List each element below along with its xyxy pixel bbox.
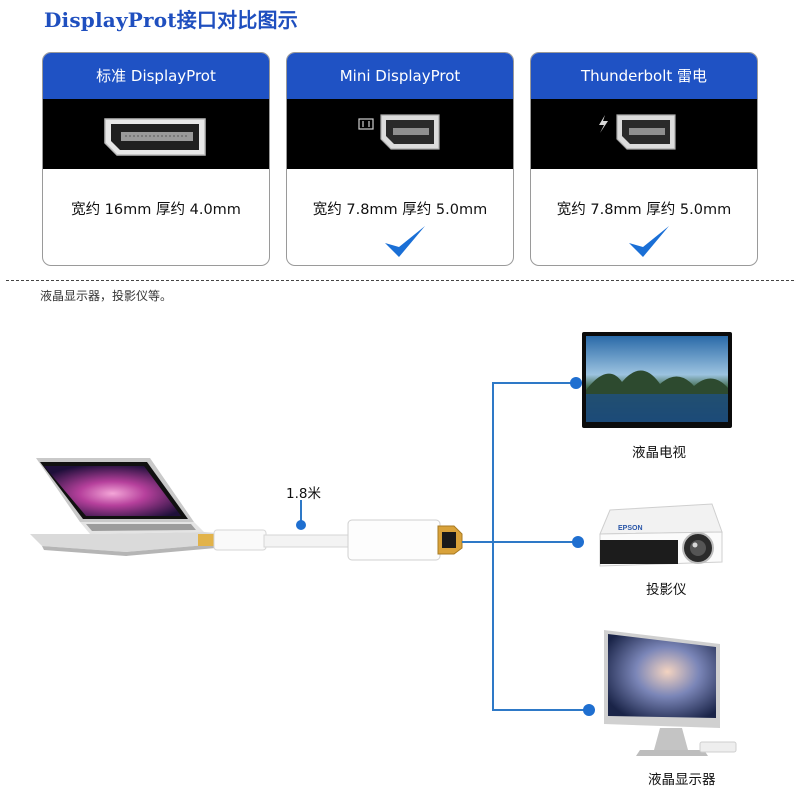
card-standard-displayport: 标准 DisplayProt 宽约 16mm 厚约 4.0mm [42,52,270,266]
card-spec: 宽约 7.8mm 厚约 5.0mm [556,202,732,218]
card-header: 标准 DisplayProt [43,53,269,99]
checkmark-icon [385,226,425,257]
connector-line-projector [492,541,576,543]
connector-line-tv [492,382,576,384]
cable-length-label: 1.8米 [286,486,321,502]
monitor-icon [604,630,737,756]
device-label-monitor: 液晶显示器 [648,772,716,788]
connector-line [462,541,494,543]
displayport-port-icon [104,118,206,156]
dashed-divider [6,280,794,281]
thunderbolt-port-icon [599,114,676,150]
card-header: Thunderbolt 雷电 [531,53,757,99]
card-spec: 宽约 16mm 厚约 4.0mm [71,202,241,218]
page-title: DisplayProt接口对比图示 [44,8,298,32]
connector-dot-projector [572,536,584,548]
card-thunderbolt: Thunderbolt 雷电 宽约 7.8mm 厚约 5.0mm [530,52,758,266]
projector-icon: EPSON [599,503,723,567]
cable-icon [198,519,463,561]
projector-brand: EPSON [618,525,643,532]
checkmark-icon [629,226,669,257]
card-header: Mini DisplayProt [287,53,513,99]
card-image [531,99,757,169]
device-label-projector: 投影仪 [646,582,687,598]
cable-length-dot [296,520,306,530]
connector-line-monitor [492,709,584,711]
connector-dot-monitor [583,704,595,716]
tv-icon [582,332,732,428]
connector-dot-tv [570,377,582,389]
note-text: 液晶显示器，投影仪等。 [40,289,173,303]
mini-displayport-port-icon [358,114,440,150]
device-label-tv: 液晶电视 [632,445,686,461]
card-mini-displayport: Mini DisplayProt 宽约 7.8mm 厚约 5.0mm [286,52,514,266]
cable-length-leader [300,500,302,524]
card-image [287,99,513,169]
laptop-icon [30,458,228,556]
card-image [43,99,269,169]
card-spec: 宽约 7.8mm 厚约 5.0mm [312,202,488,218]
connector-trunk [492,382,494,710]
